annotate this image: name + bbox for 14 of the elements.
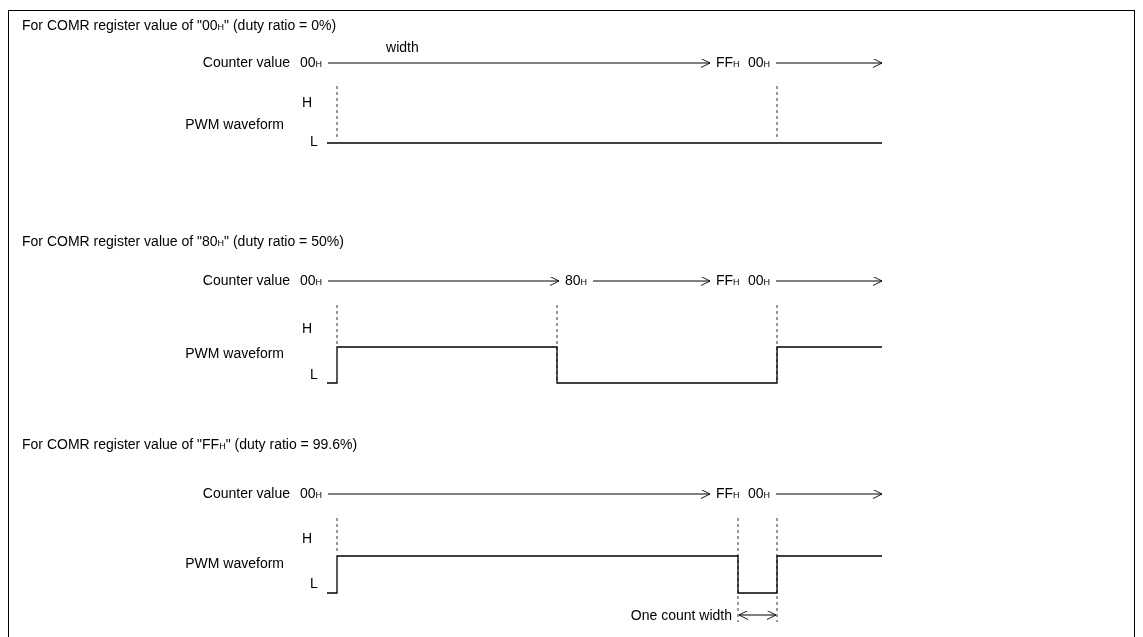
row-label: PWM waveform	[185, 115, 284, 132]
level-label: L	[310, 133, 318, 149]
level-label: H	[302, 94, 313, 110]
edge-label: width	[386, 39, 419, 55]
level-label: H	[302, 320, 313, 336]
row-label: Counter value	[202, 272, 290, 288]
dimension-label: One count width	[630, 607, 732, 623]
level-label: H	[302, 530, 313, 546]
row-label: PWM waveform	[185, 345, 284, 361]
level-label: L	[310, 366, 318, 382]
row-label: PWM waveform	[185, 554, 284, 571]
row-label: Counter value	[202, 485, 290, 501]
row-label: Counter value	[202, 54, 290, 70]
level-label: L	[310, 575, 318, 591]
